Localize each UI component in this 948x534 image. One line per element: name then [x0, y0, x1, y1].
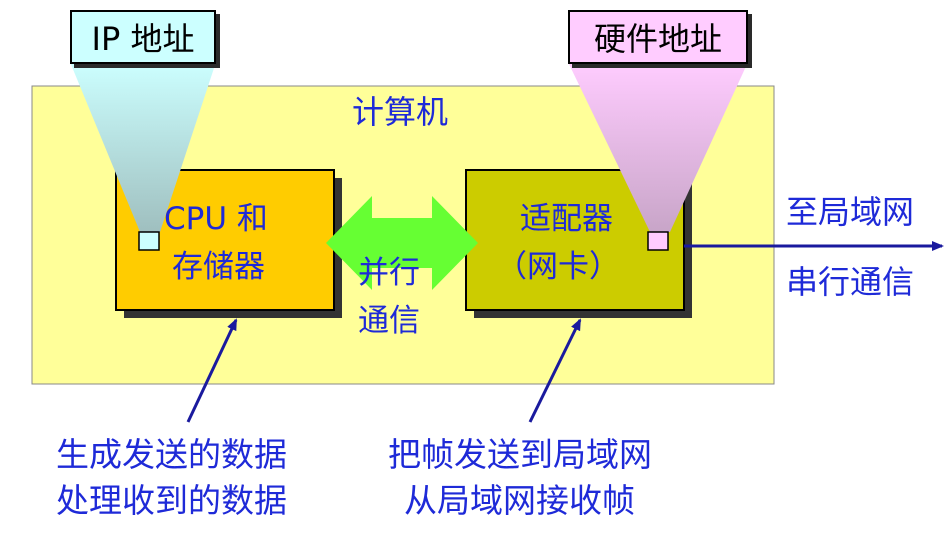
hardware-address-beam: [568, 62, 748, 232]
adapter-pointer-arrow: [528, 318, 582, 423]
cpu-caption-line2: 处理收到的数据: [56, 481, 287, 520]
parallel-double-arrow: [326, 196, 478, 290]
cpu-pointer-arrow: [186, 318, 238, 423]
cpu-label-line2: 存储器: [172, 249, 265, 285]
ip-address-marker: [138, 231, 160, 251]
adapter-label-line2: （网卡）: [496, 249, 620, 285]
hardware-address-marker: [647, 231, 669, 251]
parallel-label-line1: 并行: [358, 255, 420, 291]
ip-address-tag: IP 地址: [70, 10, 216, 64]
ip-address-label: IP 地址: [91, 20, 195, 58]
serial-comm-label: 串行通信: [786, 263, 915, 301]
to-lan-label: 至局域网: [786, 193, 915, 231]
cpu-label-line1: CPU 和: [164, 201, 268, 237]
ip-address-beam: [70, 62, 216, 232]
adapter-label-line1: 适配器: [520, 201, 613, 237]
hardware-address-tag: 硬件地址: [568, 10, 748, 64]
adapter-caption-line2: 从局域网接收帧: [404, 481, 635, 520]
hardware-address-label: 硬件地址: [593, 20, 722, 58]
computer-title: 计算机: [352, 93, 449, 131]
parallel-label-line2: 通信: [358, 303, 420, 339]
cpu-caption-line1: 生成发送的数据: [56, 435, 287, 474]
adapter-caption-line1: 把帧发送到局域网: [388, 435, 652, 474]
